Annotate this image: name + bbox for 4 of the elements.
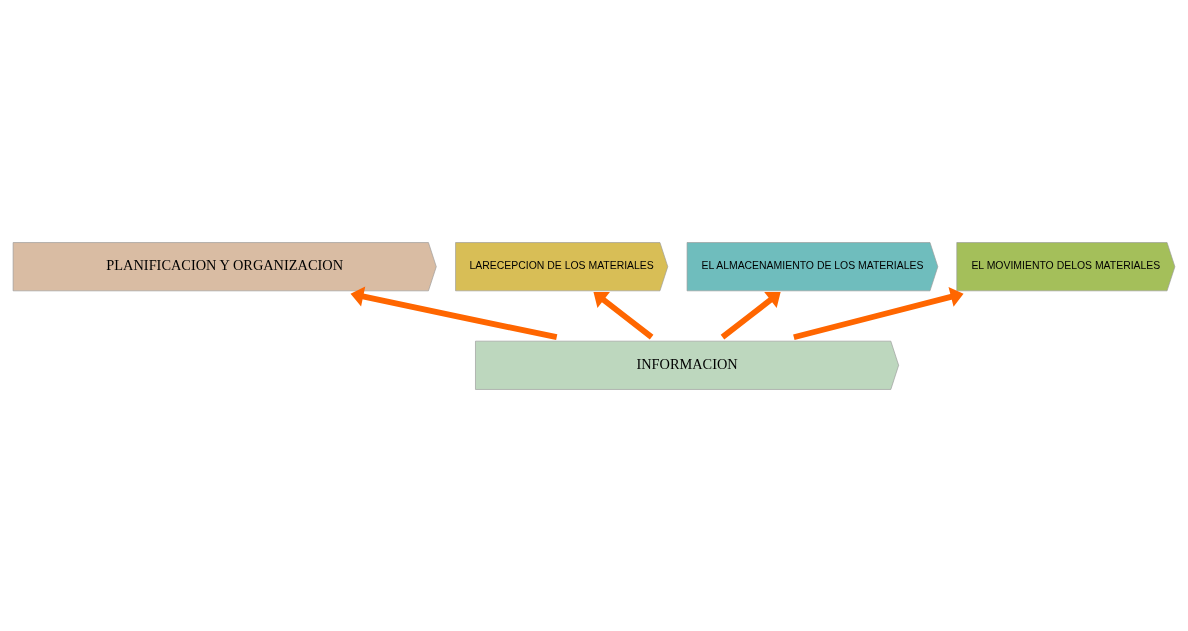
arrow <box>350 286 558 340</box>
arrow <box>593 291 654 339</box>
arrow <box>720 291 781 339</box>
arrow <box>793 286 964 340</box>
